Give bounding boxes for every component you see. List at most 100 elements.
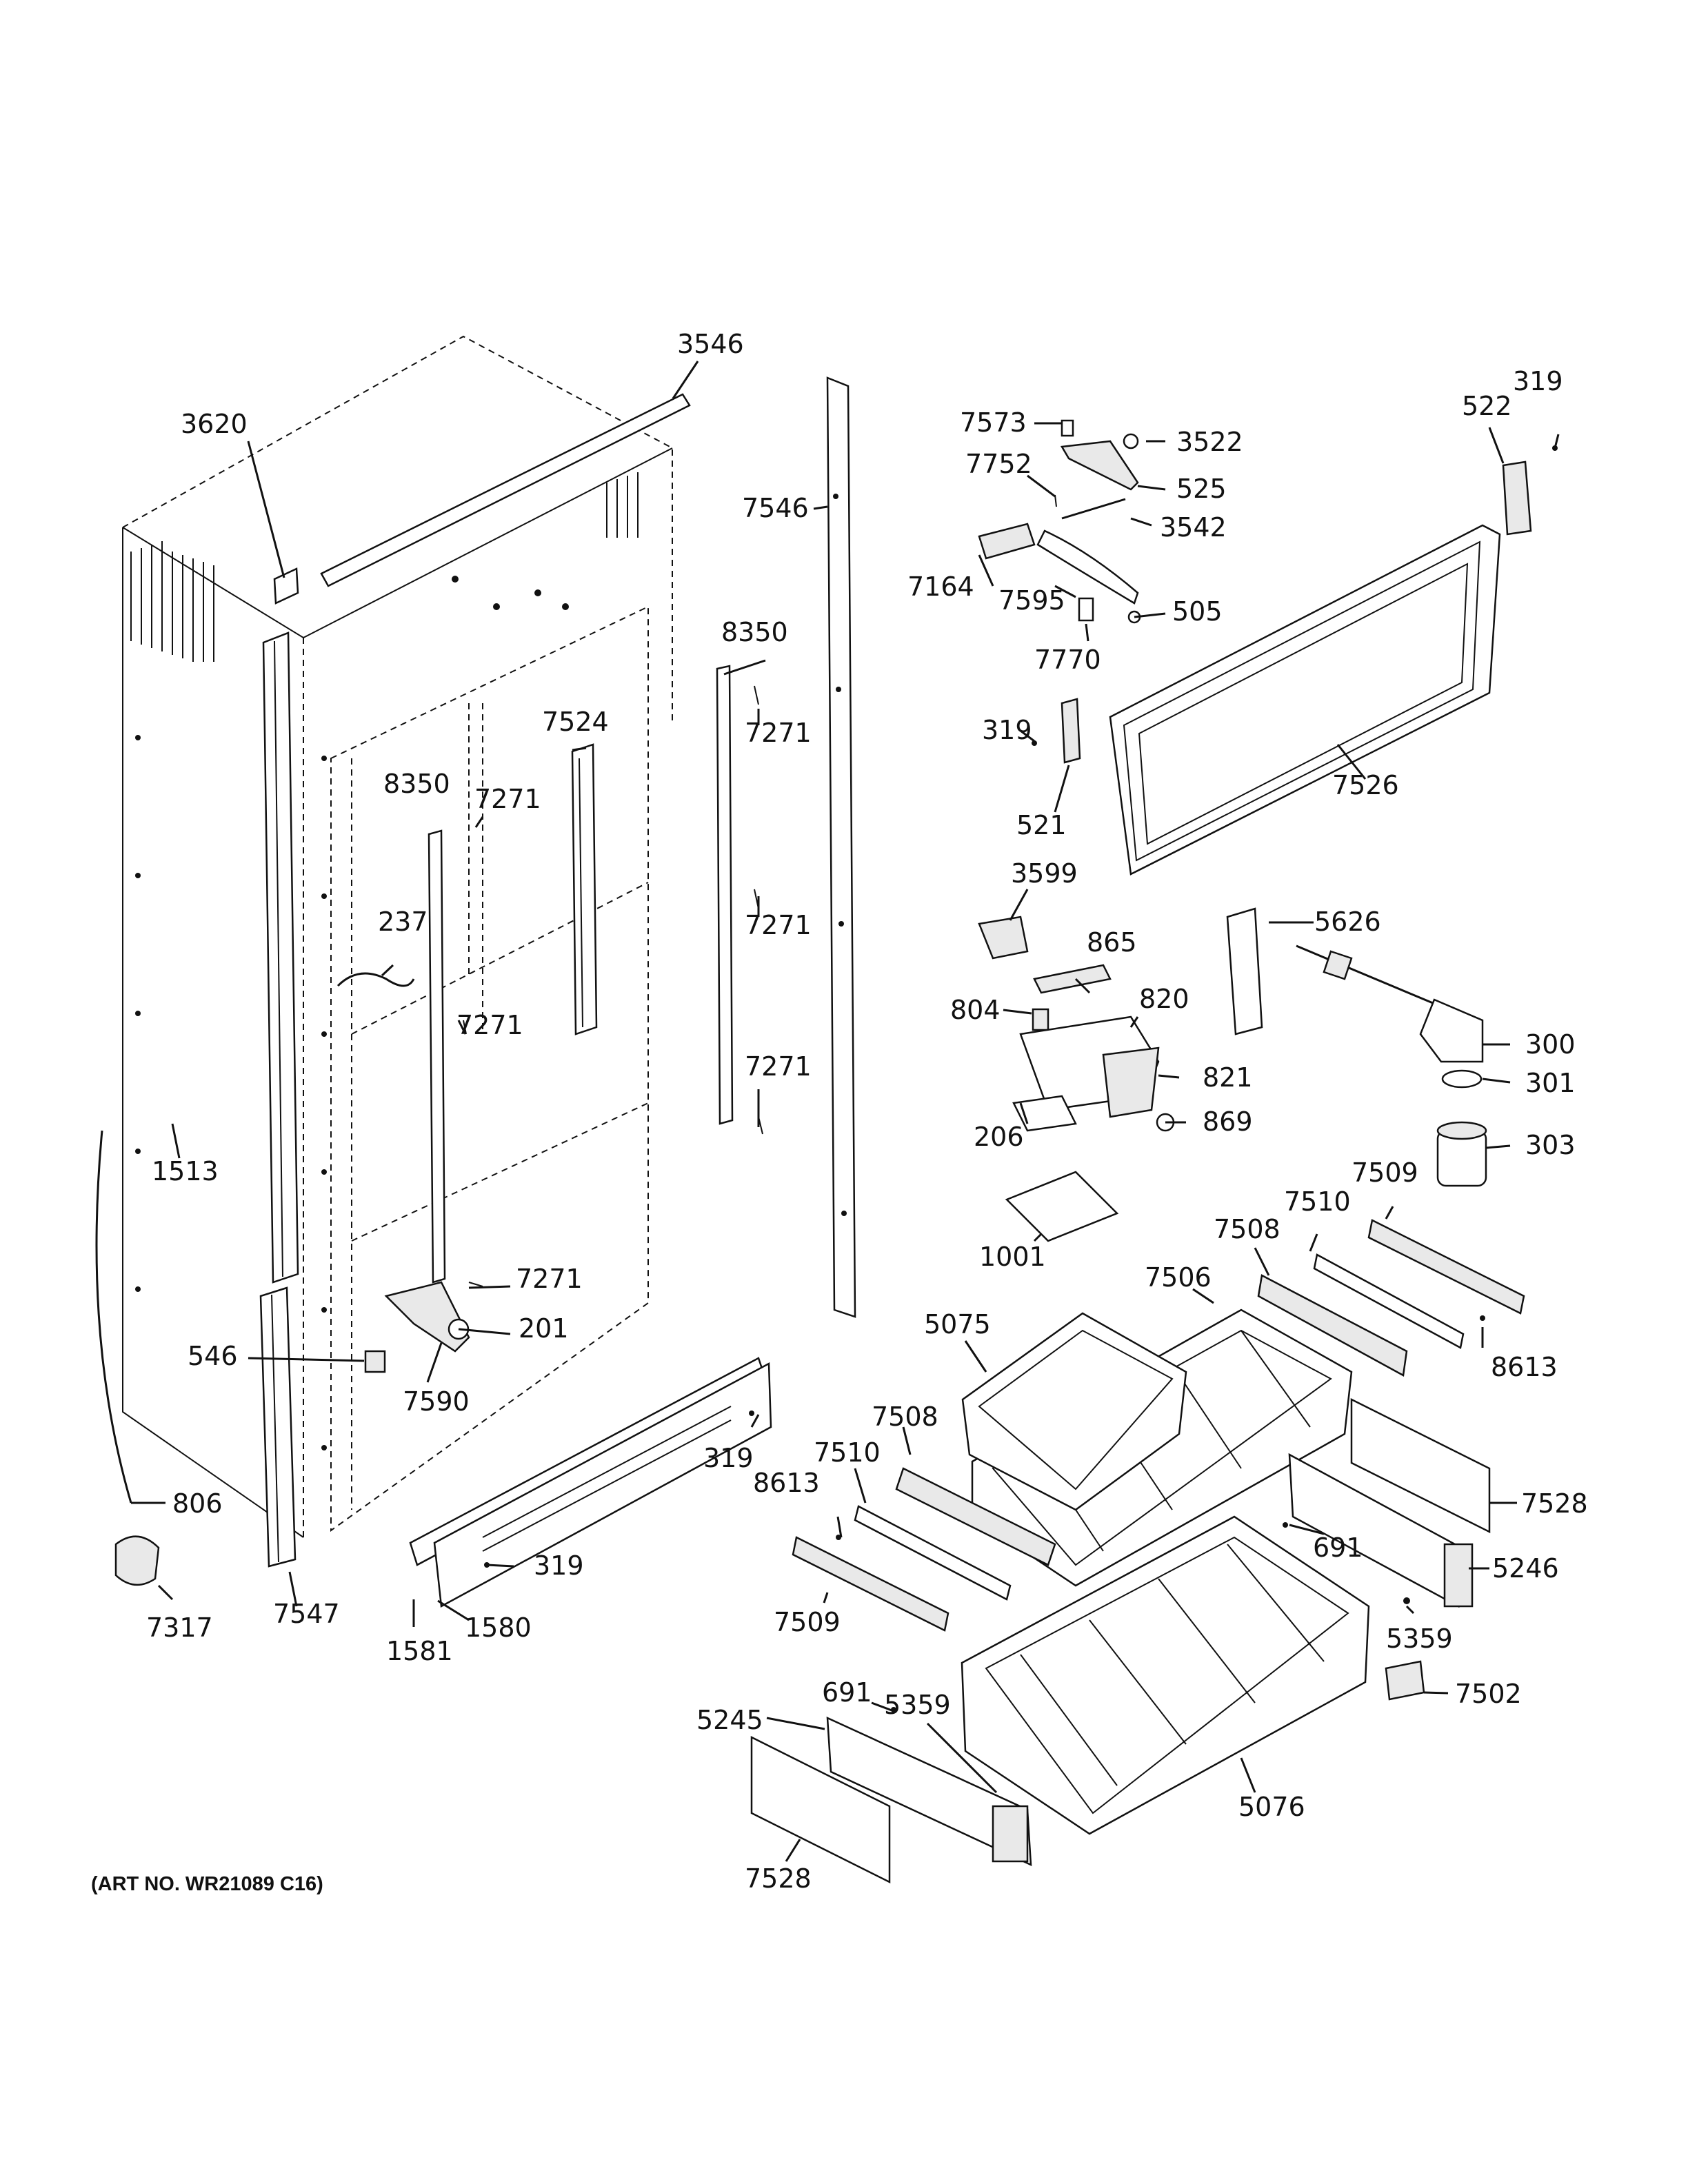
callout-7502: 7502 bbox=[1455, 1679, 1522, 1709]
callout-546: 546 bbox=[188, 1341, 238, 1371]
callout-7271: 7271 bbox=[516, 1264, 583, 1294]
callout-7590: 7590 bbox=[403, 1386, 470, 1417]
callout-5359: 5359 bbox=[1386, 1624, 1453, 1654]
callout-821: 821 bbox=[1203, 1062, 1253, 1093]
callout-525: 525 bbox=[1176, 474, 1227, 504]
callout-7271: 7271 bbox=[745, 910, 812, 940]
art-number-caption: (ART NO. WR21089 C16) bbox=[91, 1873, 323, 1895]
callout-804: 804 bbox=[950, 995, 1001, 1025]
leader-lines bbox=[131, 361, 1560, 1862]
callout-5076: 5076 bbox=[1238, 1792, 1305, 1822]
callout-3542: 3542 bbox=[1160, 512, 1227, 543]
callout-8350: 8350 bbox=[383, 769, 450, 799]
drawer-latch bbox=[1385, 1660, 1425, 1701]
callout-806: 806 bbox=[172, 1488, 223, 1519]
drawer-bracket-left bbox=[826, 1716, 1032, 1867]
callout-865: 865 bbox=[1087, 927, 1137, 958]
lower-drawer-rails bbox=[792, 1467, 1056, 1632]
callout-1581: 1581 bbox=[386, 1636, 453, 1666]
callout-1580: 1580 bbox=[465, 1612, 532, 1643]
callout-7271: 7271 bbox=[745, 1051, 812, 1082]
door-hinge-plate bbox=[1061, 698, 1081, 764]
ice-maker-mount-bracket bbox=[1226, 907, 1263, 1035]
callout-7547: 7547 bbox=[273, 1599, 340, 1629]
callout-7573: 7573 bbox=[960, 407, 1027, 438]
callout-7770: 7770 bbox=[1034, 645, 1101, 675]
vertical-light-bar bbox=[571, 743, 598, 1035]
cabinet-gasket-rod bbox=[95, 1130, 132, 1504]
top-trim-strip bbox=[320, 393, 691, 587]
callout-319: 319 bbox=[534, 1550, 584, 1581]
callout-301: 301 bbox=[1525, 1068, 1576, 1098]
callout-303: 303 bbox=[1525, 1130, 1576, 1160]
callout-5626: 5626 bbox=[1314, 907, 1381, 937]
lower-wire-basket bbox=[961, 1515, 1370, 1835]
callout-7508: 7508 bbox=[1214, 1214, 1280, 1244]
drain-tube bbox=[336, 972, 415, 987]
callout-7524: 7524 bbox=[542, 707, 609, 737]
tall-vertical-trim bbox=[826, 376, 856, 1318]
callout-labels: 3546 3620 7546 8350 7271 7524 8350 7271 … bbox=[146, 329, 1588, 1894]
callout-7595: 7595 bbox=[998, 585, 1065, 616]
callout-7508: 7508 bbox=[872, 1402, 938, 1432]
callout-8613: 8613 bbox=[753, 1468, 820, 1498]
callout-3599: 3599 bbox=[1011, 858, 1078, 889]
callout-5245: 5245 bbox=[696, 1705, 763, 1735]
callout-691: 691 bbox=[1313, 1533, 1363, 1563]
cabinet-assembly bbox=[122, 335, 673, 1538]
callout-8613: 8613 bbox=[1491, 1352, 1558, 1382]
callout-300: 300 bbox=[1525, 1029, 1576, 1060]
upper-drawer-rails bbox=[1257, 1219, 1525, 1377]
ice-bin bbox=[961, 1312, 1187, 1511]
callout-522: 522 bbox=[1462, 391, 1512, 421]
callout-319: 319 bbox=[982, 715, 1032, 745]
callout-505: 505 bbox=[1172, 596, 1223, 627]
cabinet-vent-grille bbox=[130, 472, 639, 662]
door-handle-bracket bbox=[1502, 461, 1532, 536]
callout-869: 869 bbox=[1203, 1106, 1253, 1137]
callout-3546: 3546 bbox=[677, 329, 744, 359]
callout-8350: 8350 bbox=[721, 617, 788, 647]
callout-7528: 7528 bbox=[1521, 1488, 1588, 1519]
callout-7271: 7271 bbox=[745, 718, 812, 748]
callout-206: 206 bbox=[974, 1122, 1024, 1152]
callout-7510: 7510 bbox=[814, 1437, 881, 1468]
callout-3522: 3522 bbox=[1176, 427, 1243, 457]
lower-hinge-bracket bbox=[384, 1281, 470, 1353]
callout-7546: 7546 bbox=[742, 493, 809, 523]
callout-7752: 7752 bbox=[965, 449, 1032, 479]
outer-shelf-rail bbox=[716, 665, 734, 1125]
drawer-roller-block bbox=[1443, 1543, 1474, 1608]
drawer-roller-block-left bbox=[992, 1805, 1029, 1863]
upper-hinge-cluster bbox=[978, 419, 1141, 624]
callout-237: 237 bbox=[378, 907, 428, 937]
bottom-kickplate bbox=[409, 1357, 772, 1608]
hinge-screw bbox=[1032, 740, 1037, 746]
callout-820: 820 bbox=[1139, 984, 1189, 1014]
freezer-door-panel bbox=[1109, 524, 1501, 876]
callout-5075: 5075 bbox=[924, 1309, 991, 1339]
drawer-side-panel-left bbox=[750, 1735, 891, 1884]
ice-maker-assembly bbox=[978, 916, 1175, 1132]
callout-1001: 1001 bbox=[979, 1242, 1046, 1272]
callout-521: 521 bbox=[1016, 810, 1067, 840]
drawer-side-panel-right bbox=[1350, 1397, 1491, 1534]
callout-7271: 7271 bbox=[474, 784, 541, 814]
callout-7317: 7317 bbox=[146, 1612, 213, 1643]
small-switch-block bbox=[364, 1350, 386, 1373]
inner-shelf-rail bbox=[428, 829, 446, 1284]
callout-5246: 5246 bbox=[1492, 1553, 1559, 1584]
callout-3620: 3620 bbox=[181, 409, 248, 439]
callout-7526: 7526 bbox=[1332, 770, 1399, 800]
callout-7510: 7510 bbox=[1284, 1186, 1351, 1217]
callout-319: 319 bbox=[1513, 366, 1563, 396]
callout-7528: 7528 bbox=[745, 1863, 812, 1894]
callout-7271: 7271 bbox=[456, 1010, 523, 1040]
callout-7509: 7509 bbox=[1352, 1157, 1418, 1188]
cabinet-screw-holes bbox=[135, 576, 569, 1450]
callout-7509: 7509 bbox=[774, 1607, 841, 1637]
callout-201: 201 bbox=[519, 1313, 569, 1344]
callout-7164: 7164 bbox=[907, 572, 974, 602]
callout-319: 319 bbox=[703, 1443, 754, 1473]
